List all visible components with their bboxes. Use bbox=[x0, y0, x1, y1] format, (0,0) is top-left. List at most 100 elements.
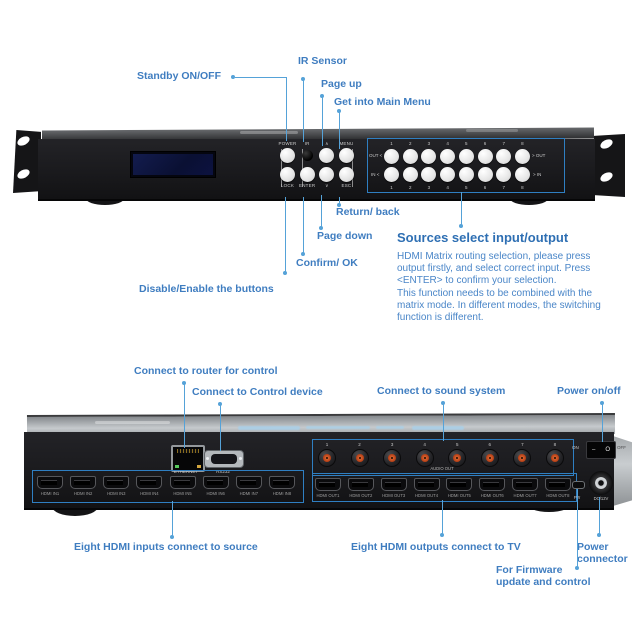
hdmi-in-label: HDMI IN5 bbox=[173, 491, 192, 496]
annotation-power-connector-line2: connector bbox=[577, 552, 628, 565]
hdmi-in-1: HDMI IN1 bbox=[37, 476, 63, 496]
leader-line bbox=[303, 197, 304, 254]
rear-panel bbox=[24, 432, 614, 510]
audio-out-row: 1 2 3 4 5 6 7 8 bbox=[318, 442, 564, 467]
annotation-power-connector: Power connector bbox=[577, 541, 628, 565]
matrix-out-button-4 bbox=[440, 149, 456, 164]
audio-jack-4: 4 bbox=[415, 442, 434, 467]
hdmi-out-3: HDMI OUT3 bbox=[380, 478, 407, 498]
annotation-firmware-line2: update and control bbox=[496, 575, 591, 588]
annotation-page-up: Page up bbox=[321, 78, 362, 90]
matrix-in-right-label: > IN bbox=[533, 172, 542, 177]
hdmi-in-label: HDMI IN3 bbox=[107, 491, 126, 496]
menu-button-label: MENU bbox=[339, 141, 354, 146]
logo-mark bbox=[466, 129, 518, 132]
power-button-label: POWER bbox=[278, 141, 297, 146]
leader-line bbox=[286, 77, 287, 141]
hdmi-slot bbox=[384, 482, 401, 487]
rca-jack bbox=[350, 449, 369, 467]
hdmi-port bbox=[413, 478, 440, 491]
dc-power-jack bbox=[589, 471, 613, 495]
hdmi-slot bbox=[206, 480, 223, 485]
leader-line bbox=[285, 197, 286, 273]
leader-dot bbox=[319, 226, 323, 230]
hdmi-in-8: HDMI IN8 bbox=[268, 476, 295, 496]
audio-jack-5: 5 bbox=[448, 442, 467, 467]
front-control-buttons: POWER LOCK IR ENTER ∧ ∨ MENU ESC bbox=[279, 140, 355, 192]
leader-line bbox=[442, 500, 443, 535]
button-group-bracket bbox=[352, 149, 353, 187]
annotation-hdmi-inputs: Eight HDMI inputs connect to source bbox=[74, 541, 258, 553]
ir-sensor-dome bbox=[301, 150, 313, 161]
leader-dot bbox=[459, 224, 463, 228]
fw-usb-port bbox=[572, 481, 585, 489]
matrix-number: 4 bbox=[446, 185, 449, 190]
hdmi-in-5: HDMI IN5 bbox=[169, 476, 196, 496]
hdmi-out-2: HDMI OUT2 bbox=[347, 478, 374, 498]
matrix-number: 1 bbox=[390, 185, 393, 190]
rca-hole bbox=[553, 457, 556, 459]
annotation-page-down: Page down bbox=[317, 230, 373, 242]
leader-dot bbox=[231, 75, 235, 79]
ethernet-pins bbox=[177, 449, 199, 453]
hdmi-port bbox=[380, 478, 407, 491]
hdmi-port bbox=[315, 478, 341, 491]
enter-button-label: ENTER bbox=[299, 183, 316, 188]
hdmi-port bbox=[268, 476, 295, 489]
matrix-out-button-7 bbox=[496, 149, 512, 164]
menu-button bbox=[338, 148, 354, 163]
annotation-power-connector-line1: Power bbox=[577, 541, 609, 553]
hdmi-slot bbox=[41, 480, 57, 485]
hdmi-slot bbox=[319, 482, 335, 487]
hdmi-out-4: HDMI OUT4 bbox=[413, 478, 440, 498]
power-button bbox=[280, 148, 295, 163]
rca-hole bbox=[326, 457, 328, 459]
hdmi-slot bbox=[239, 480, 256, 485]
matrix-number: 3 bbox=[427, 185, 431, 190]
hdmi-in-label: HDMI IN7 bbox=[239, 491, 259, 496]
down-button-label: ∨ bbox=[325, 183, 329, 188]
logo-mark bbox=[240, 131, 298, 134]
hdmi-port bbox=[544, 478, 571, 491]
up-button bbox=[319, 148, 335, 163]
leader-dot bbox=[301, 252, 305, 256]
sources-note-title: Sources select input/output bbox=[397, 230, 569, 245]
dc-label: DC/12V bbox=[593, 496, 609, 501]
rs232-port bbox=[204, 450, 244, 468]
rca-hole bbox=[488, 457, 491, 459]
lcd-display bbox=[130, 151, 216, 178]
matrix-column-6: 6 6 bbox=[477, 141, 493, 190]
leader-dot bbox=[283, 271, 287, 275]
leader-dot bbox=[440, 533, 444, 537]
up-button-label: ∧ bbox=[325, 141, 329, 146]
rca-jack bbox=[448, 449, 467, 467]
hdmi-slot bbox=[74, 480, 91, 485]
matrix-in-button-6 bbox=[477, 167, 493, 182]
matrix-select-buttons: 1 1 2 2 3 3 4 4 5 5 bbox=[384, 141, 530, 190]
rca-hole bbox=[391, 457, 394, 459]
matrix-in-button-5 bbox=[458, 167, 474, 182]
matrix-number: 7 bbox=[502, 141, 505, 146]
audio-jack-8: 8 bbox=[545, 442, 564, 467]
logo-mark bbox=[376, 426, 404, 429]
hdmi-slot bbox=[173, 480, 190, 485]
matrix-in-button-1 bbox=[384, 167, 399, 182]
audio-number: 7 bbox=[521, 442, 524, 447]
matrix-in-button-7 bbox=[496, 167, 512, 182]
hdmi-slot bbox=[272, 480, 289, 485]
leader-line bbox=[577, 489, 578, 568]
matrix-number: 2 bbox=[408, 185, 412, 190]
annotation-confirm-ok: Confirm/ OK bbox=[296, 257, 358, 269]
leader-line bbox=[184, 384, 185, 448]
matrix-number: 6 bbox=[483, 185, 487, 190]
hdmi-out-label: HDMI OUT7 bbox=[513, 493, 537, 498]
hdmi-slot bbox=[107, 480, 124, 485]
logo-mark bbox=[95, 421, 170, 424]
hdmi-out-label: HDMI OUT4 bbox=[415, 493, 439, 498]
hdmi-in-label: HDMI IN1 bbox=[40, 491, 60, 496]
hdmi-port bbox=[347, 478, 374, 491]
esc-button bbox=[338, 167, 354, 182]
matrix-out-right-label: > OUT bbox=[532, 153, 546, 158]
hdmi-slot bbox=[140, 480, 157, 485]
leader-dot bbox=[301, 77, 305, 81]
